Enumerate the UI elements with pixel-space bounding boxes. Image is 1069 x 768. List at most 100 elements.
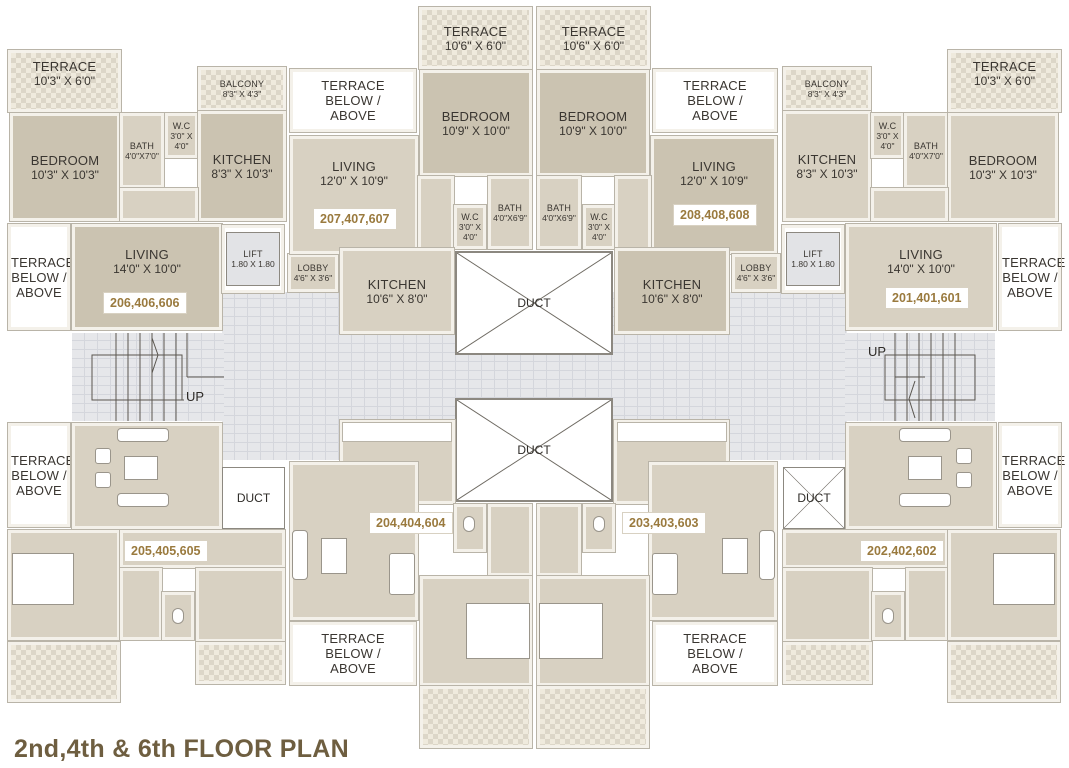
coffee-table-icon (321, 538, 347, 574)
unit-number-label: 207,407,607 (313, 208, 397, 230)
room-kitchen: KITCHEN 8'3" X 10'3" (782, 110, 872, 222)
duct-cross-icon (784, 468, 844, 528)
room-bedroom: BEDROOM 10'3" X 10'3" (9, 112, 121, 222)
unit-number-label: 202,402,602 (860, 540, 944, 562)
room-bath: BATH 4'0"X7'0" (903, 112, 949, 189)
dining-table-icon (652, 553, 678, 595)
bed-icon (12, 553, 74, 605)
stair-up-label: UP (186, 389, 205, 404)
room-terrace (947, 641, 1061, 703)
dining-table-icon (389, 553, 415, 595)
room-living: LIVING 12'0" X 10'9" (289, 135, 419, 255)
armchair-icon (95, 448, 111, 464)
coffee-table-icon (722, 538, 748, 574)
room-terrace: TERRACE 10'6" X 6'0" (418, 6, 533, 70)
unit-number-label: 203,403,603 (622, 512, 706, 534)
room-passage (119, 187, 199, 222)
room-terrace-below: TERRACE BELOW / ABOVE (652, 621, 778, 686)
room-terrace-below: TERRACE BELOW / ABOVE (289, 621, 417, 686)
room-balcony: BALCONY 8'3" X 4'3" (197, 66, 287, 112)
room-bath: BATH 4'0"X6'9" (487, 175, 533, 250)
bed-icon (539, 603, 603, 659)
room-passage (614, 175, 652, 255)
room-wc: W.C 3'0" X 4'0" (870, 112, 905, 159)
room-living: LIVING 14'0" X 10'0" (71, 223, 223, 331)
toilet-icon (593, 516, 605, 532)
sofa-icon (759, 530, 775, 580)
duct-cross-icon (457, 400, 611, 500)
room-terrace: TERRACE 10'3" X 6'0" (947, 49, 1062, 113)
toilet-icon (172, 608, 184, 624)
armchair-icon (95, 472, 111, 488)
room-bath (487, 503, 533, 577)
room-living (289, 461, 419, 621)
room-bedroom: BEDROOM 10'9" X 10'0" (536, 69, 650, 177)
unit-number-label: 204,404,604 (369, 512, 453, 534)
room-terrace-below: TERRACE BELOW / ABOVE (998, 422, 1065, 528)
toilet-icon (882, 608, 894, 624)
wardrobe (342, 422, 452, 442)
wardrobe (617, 422, 727, 442)
room-bath: BATH 4'0"X7'0" (119, 112, 165, 189)
room-terrace (419, 685, 533, 749)
room-wc: W.C 3'0" X 4'0" (582, 204, 616, 250)
room-lobby: LOBBY 4'6" X 3'6" (731, 253, 781, 293)
room-lobby: LOBBY 4'6" X 3'6" (287, 253, 339, 293)
duct-cross-icon (457, 253, 611, 353)
room-passage (870, 187, 949, 222)
room-bath: BATH 4'0"X6'9" (536, 175, 582, 250)
sofa-icon (117, 493, 169, 507)
room-wc (161, 591, 195, 641)
room-terrace-below: TERRACE BELOW / ABOVE (7, 223, 74, 331)
bed-icon (993, 553, 1055, 605)
room-terrace (7, 641, 121, 703)
room-lift: LIFT 1.80 X 1.80 (221, 224, 285, 294)
room-terrace: TERRACE 10'6" X 6'0" (536, 6, 651, 70)
room-living (648, 461, 778, 621)
room-kitchen: KITCHEN 8'3" X 10'3" (197, 110, 287, 222)
room-kitchen: KITCHEN 10'6" X 8'0" (614, 247, 730, 335)
room-living: LIVING 12'0" X 10'9" (650, 135, 778, 255)
room-passage (417, 175, 455, 255)
lift-car: LIFT 1.80 X 1.80 (786, 232, 840, 286)
room-terrace-below: TERRACE BELOW / ABOVE (652, 68, 778, 133)
room-terrace (536, 685, 650, 749)
duct-right: DUCT (783, 467, 845, 529)
sofa-icon (117, 428, 169, 442)
room-terrace-below: TERRACE BELOW / ABOVE (289, 68, 417, 133)
sofa-icon (899, 493, 951, 507)
unit-number-label: 208,408,608 (673, 204, 757, 226)
bed-icon (466, 603, 530, 659)
room-utility-terrace (782, 641, 873, 685)
toilet-icon (463, 516, 475, 532)
room-terrace-below: TERRACE BELOW / ABOVE (7, 422, 74, 528)
staircase-left-icon (91, 333, 224, 421)
room-wc: W.C 3'0" X 4'0" (453, 204, 487, 250)
room-bedroom: BEDROOM 10'9" X 10'0" (419, 69, 533, 177)
room-lift: LIFT 1.80 X 1.80 (781, 224, 845, 294)
coffee-table-icon (908, 456, 942, 480)
room-balcony: BALCONY 8'3" X 4'3" (782, 66, 872, 112)
floor-plan-title: 2nd,4th & 6th FLOOR PLAN (14, 735, 349, 763)
room-kitchen (782, 567, 873, 643)
room-living: LIVING 14'0" X 10'0" (845, 223, 997, 331)
duct-top: DUCT (455, 251, 613, 355)
unit-number-label: 205,405,605 (124, 540, 208, 562)
lift-car: LIFT 1.80 X 1.80 (226, 232, 280, 286)
room-wc: W.C 3'0" X 4'0" (164, 112, 199, 159)
room-utility-terrace (195, 641, 286, 685)
unit-number-label: 201,401,601 (885, 287, 969, 309)
room-kitchen: KITCHEN 10'6" X 8'0" (339, 247, 455, 335)
room-terrace: TERRACE 10'3" X 6'0" (7, 49, 122, 113)
stair-up-label: UP (868, 344, 887, 359)
sofa-icon (292, 530, 308, 580)
duct-bottom: DUCT (455, 398, 613, 502)
room-terrace-below: TERRACE BELOW / ABOVE (998, 223, 1065, 331)
room-bath (905, 567, 949, 641)
sofa-icon (899, 428, 951, 442)
room-bedroom: BEDROOM 10'3" X 10'3" (947, 112, 1059, 222)
staircase-right-icon (884, 333, 976, 421)
armchair-icon (956, 448, 972, 464)
room-bath (119, 567, 163, 641)
